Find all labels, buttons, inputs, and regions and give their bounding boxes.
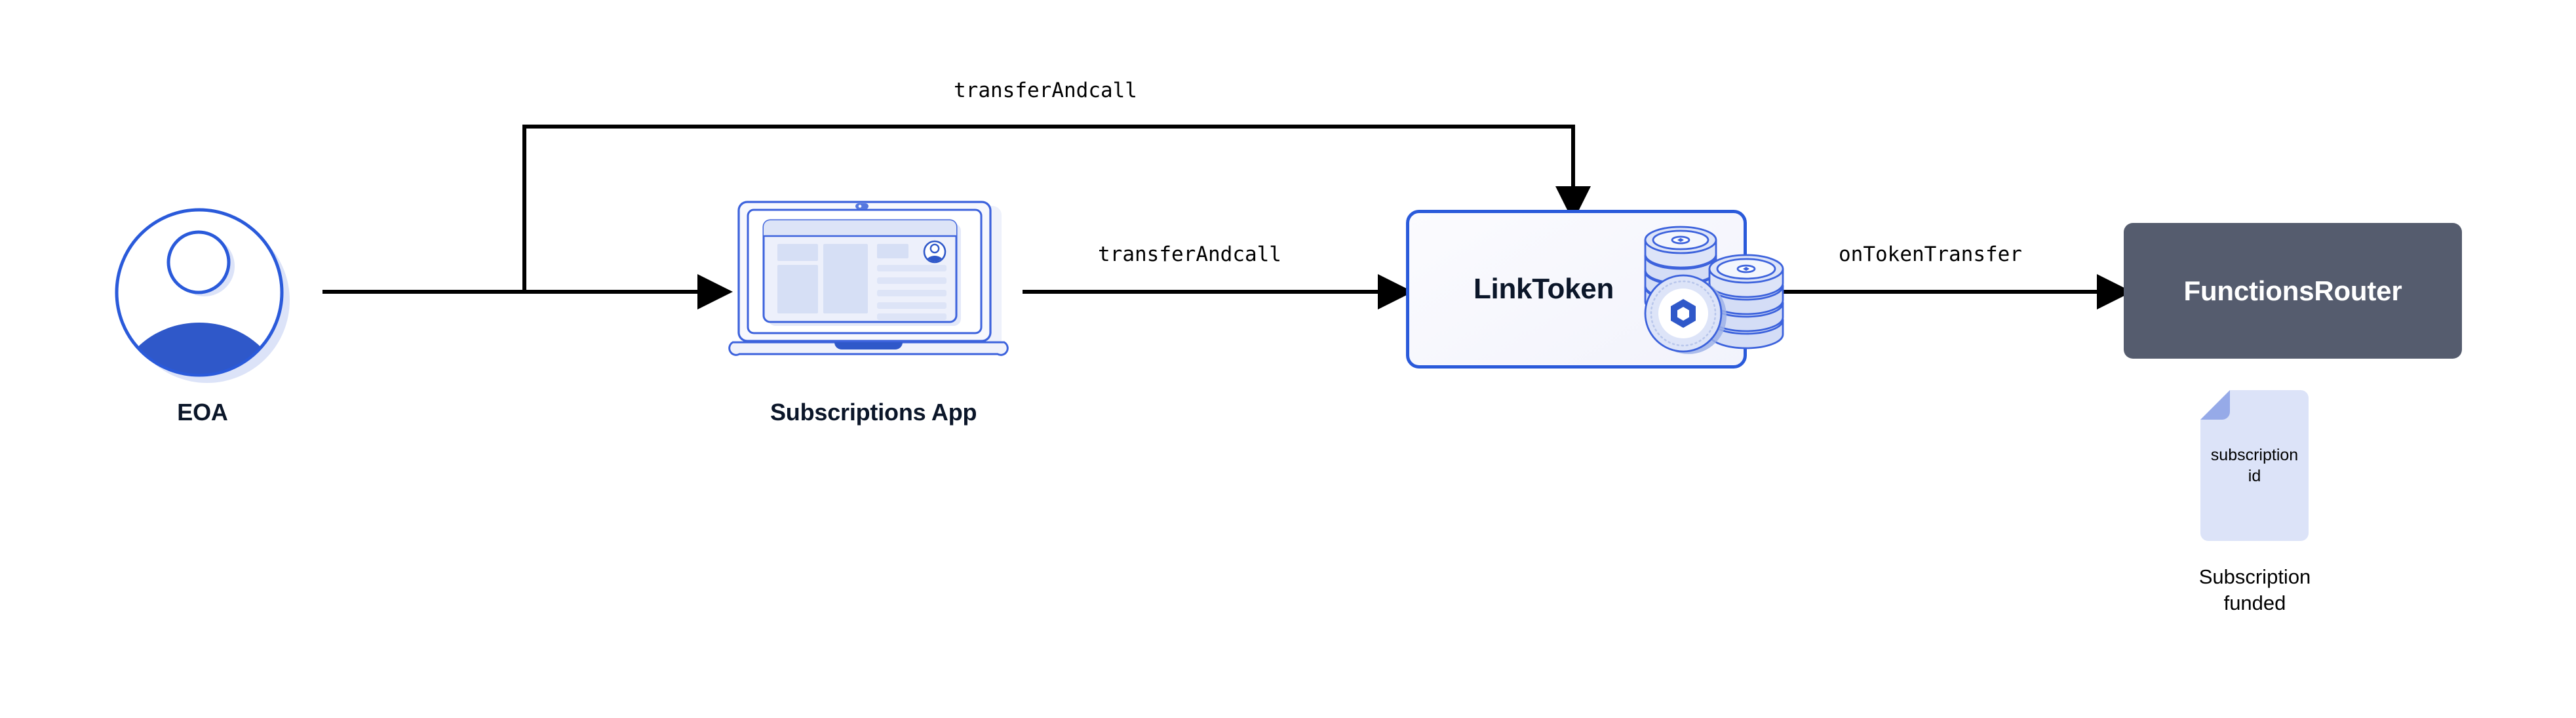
node-label-eoa: EOA	[177, 399, 228, 426]
node-label-linktoken: LinkToken	[1473, 273, 1614, 305]
node-label-subscriptions-app: Subscriptions App	[770, 399, 977, 426]
edge-label-transferandcall-mid: transferAndcall	[1098, 243, 1281, 266]
user-avatar-icon	[115, 208, 290, 383]
edge-label-ontokentransfer: onTokenTransfer	[1839, 243, 2022, 266]
laptop-icon	[728, 201, 1009, 356]
caption-line1: Subscription	[2198, 565, 2311, 588]
caption-line2: funded	[2223, 591, 2286, 614]
chainlink-coin-icon	[1644, 274, 1727, 354]
edge-eoa-to-linktoken	[522, 125, 1591, 292]
functionsrouter-box: FunctionsRouter	[2124, 223, 2462, 359]
edge-label-transferandcall-top: transferAndcall	[954, 79, 1137, 102]
node-label-functionsrouter: FunctionsRouter	[2183, 275, 2402, 306]
subscription-funded-caption: Subscription funded	[2143, 564, 2366, 616]
document-icon	[2200, 390, 2309, 541]
app-avatar-icon	[923, 240, 946, 264]
link-coin-stack-icon	[1644, 226, 1784, 354]
